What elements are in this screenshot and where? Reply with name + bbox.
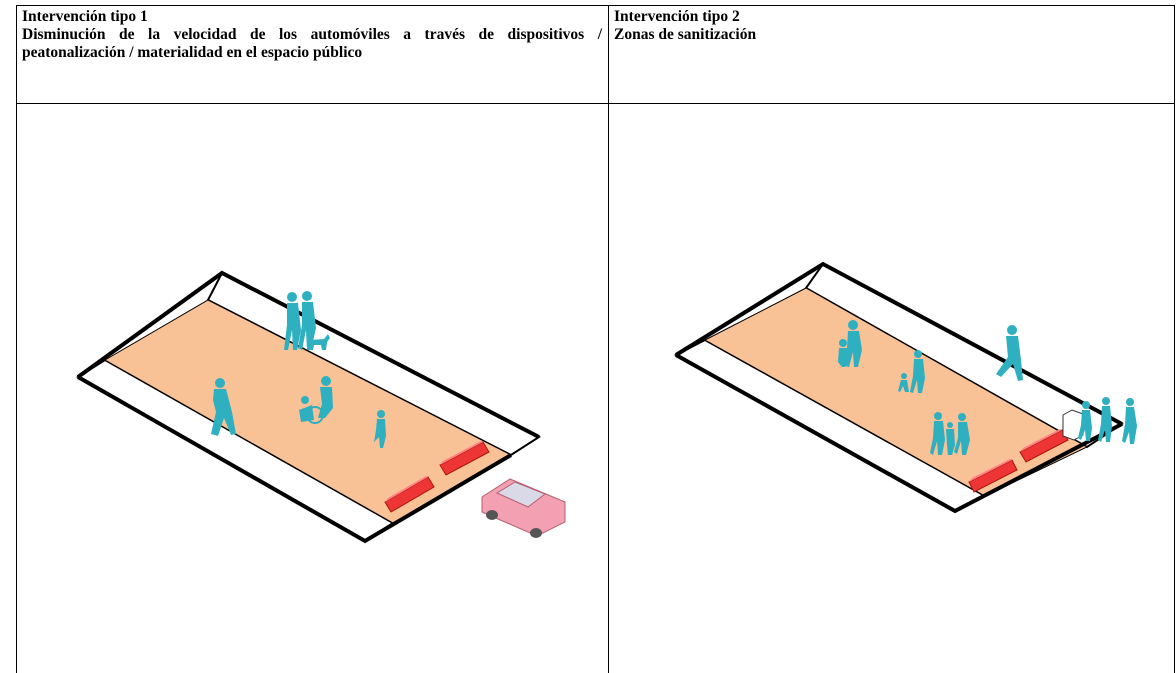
road-surface: [703, 287, 1089, 497]
car-icon: [481, 478, 566, 538]
pedestrian-icon: [1122, 398, 1137, 444]
intervention-2-title: Intervención tipo 2: [614, 8, 740, 25]
speed-barrier: [384, 476, 435, 513]
pedestrian-group-icon: [930, 412, 970, 455]
table-header-divider: [16, 103, 1175, 104]
child-pedestrian-icon: [838, 339, 848, 367]
pedestrian-icon: [1098, 397, 1112, 442]
street-illustration-1: [76, 270, 566, 544]
pedestrian-icon: [996, 325, 1023, 381]
speed-barrier: [968, 459, 1018, 493]
table-border-left: [16, 5, 17, 673]
street-outer-edge: [76, 270, 540, 439]
pedestrian-icon: [211, 378, 236, 436]
street-front-edge: [77, 375, 513, 544]
dog-icon: [309, 334, 330, 350]
child-pedestrian-icon: [898, 373, 909, 392]
speed-barrier: [439, 441, 490, 476]
intervention-2-description: Zonas de sanitización: [614, 26, 757, 43]
header-cell-1: Intervención tipo 1 Disminución de la ve…: [22, 8, 602, 62]
intervention-1-description: Disminución de la velocidad de los autom…: [22, 26, 602, 61]
child-pedestrian-icon: [374, 410, 386, 448]
table-border-right: [1174, 5, 1175, 673]
table-border-middle: [608, 5, 609, 673]
street-outer-edge: [674, 261, 1123, 426]
pedestrian-icon: [284, 292, 301, 350]
intervention-1-title: Intervención tipo 1: [22, 8, 148, 25]
street-illustration-2: [673, 261, 1137, 514]
street-front-edge: [675, 353, 1123, 514]
speed-barrier: [1019, 429, 1069, 463]
pedestrian-icon: [845, 320, 862, 367]
wheelchair-user-icon: [299, 376, 333, 424]
pedestrian-icon: [910, 350, 925, 393]
header-cell-2: Intervención tipo 2 Zonas de sanitizació…: [614, 8, 1164, 44]
table-border-top: [16, 5, 1175, 6]
pedestrian-icon: [298, 291, 316, 350]
pedestrian-icon: [1078, 401, 1092, 441]
